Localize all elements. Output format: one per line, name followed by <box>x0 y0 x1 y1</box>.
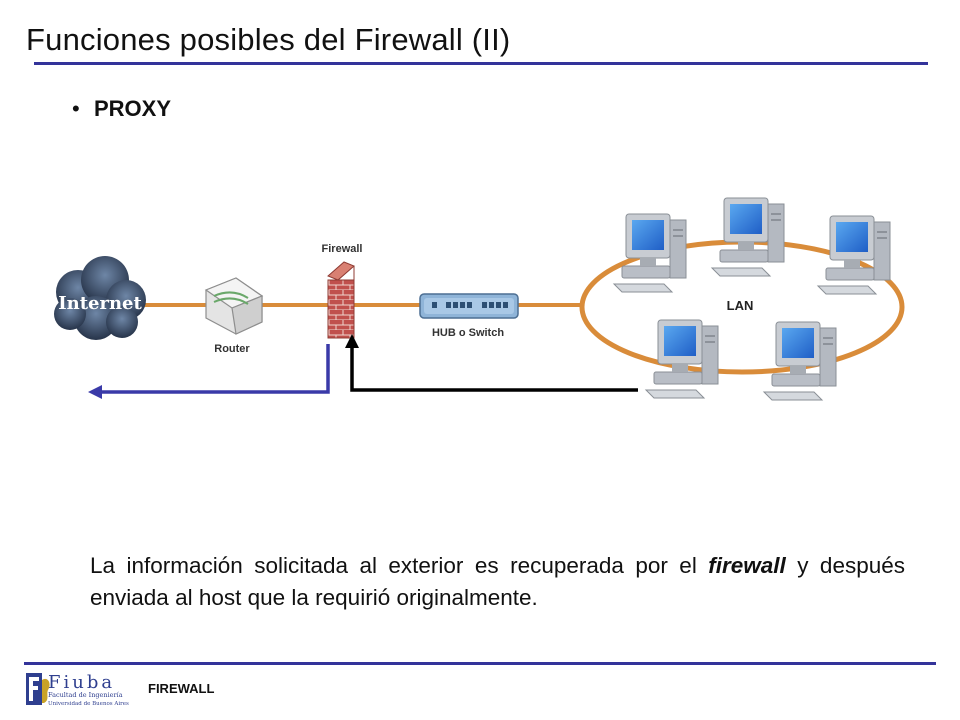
footer-label: FIREWALL <box>148 681 215 696</box>
internet-label: Internet <box>58 293 142 314</box>
title-underline <box>34 62 928 65</box>
fiuba-emblem-icon <box>26 673 50 705</box>
caption-after: y después enviada al host que la requiri… <box>90 553 905 610</box>
slide-title: Funciones posibles del Firewall (II) <box>26 22 511 57</box>
internet-cloud-icon: Internet <box>54 256 146 340</box>
caption-before: La información solicitada al exterior es… <box>90 553 709 578</box>
logo-name: Fiuba <box>48 672 115 693</box>
caption-emphasis: firewall <box>708 553 786 578</box>
router-icon <box>204 277 264 335</box>
computer-icon <box>763 321 837 401</box>
bullet-item: • PROXY <box>72 96 171 122</box>
firewall-brick-icon <box>327 261 355 339</box>
computer-icon <box>645 319 719 399</box>
computer-icon <box>613 213 687 293</box>
logo-line1: Facultad de Ingeniería <box>48 691 123 699</box>
computer-icon <box>817 215 891 295</box>
outbound-arrow <box>88 344 330 399</box>
router-label: Router <box>214 343 250 355</box>
bullet-dot: • <box>72 96 80 121</box>
fiuba-logo: Fiuba Facultad de Ingeniería Universidad… <box>26 672 129 707</box>
hub-label: HUB o Switch <box>432 327 504 339</box>
request-arrow <box>345 334 638 392</box>
firewall-label: Firewall <box>322 243 363 255</box>
footer-rule <box>24 662 936 665</box>
computer-icon <box>711 197 785 277</box>
lan-label: LAN <box>727 298 754 313</box>
caption-text: La información solicitada al exterior es… <box>90 550 905 614</box>
bullet-text: PROXY <box>94 96 172 121</box>
logo-line2: Universidad de Buenos Aires <box>48 701 129 707</box>
hub-switch-icon <box>419 293 519 319</box>
